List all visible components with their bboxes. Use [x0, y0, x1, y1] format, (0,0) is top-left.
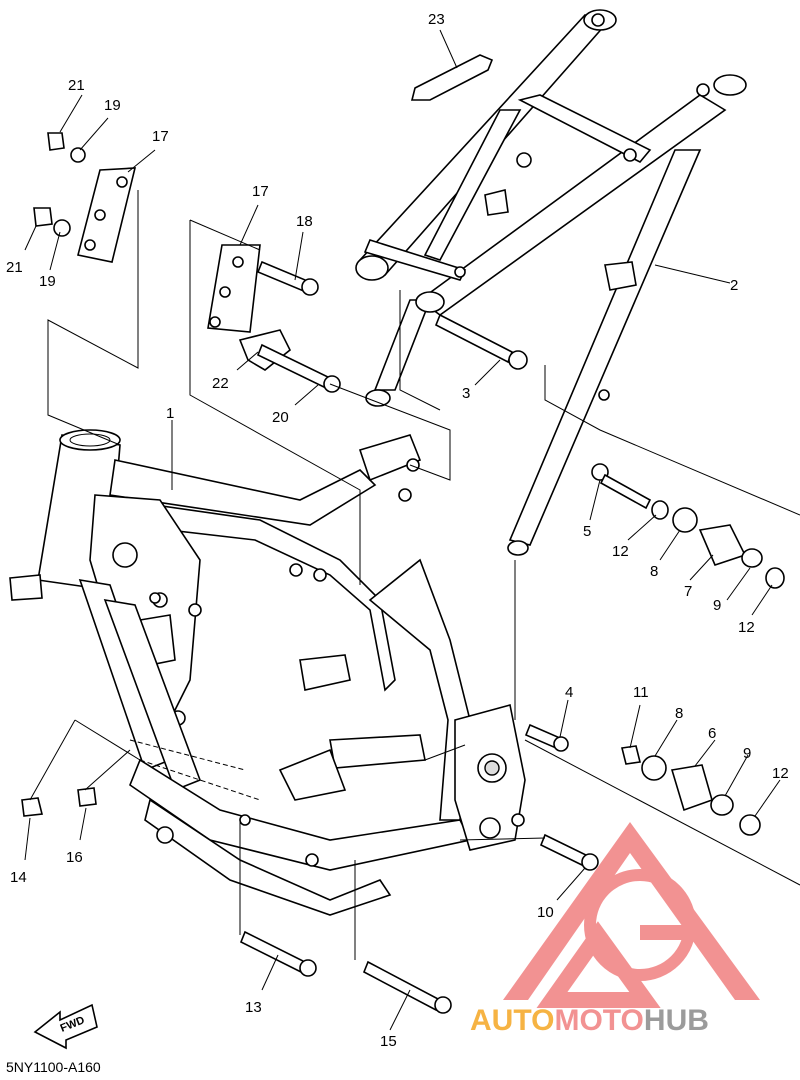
callout-labels: 1 2 3 4 5 6 7 8 8 9 9 10 11 12 12 12 13 …	[6, 11, 789, 1050]
label-part-14: 14	[10, 869, 27, 886]
assembly-lines	[24, 29, 800, 1031]
label-part-5: 5	[583, 523, 591, 540]
label-part-9b: 9	[743, 745, 751, 762]
upper-shock-mount-parts	[591, 463, 785, 589]
part-10-bolt	[539, 833, 599, 871]
label-part-13: 13	[245, 999, 262, 1016]
label-part-3: 3	[462, 385, 470, 402]
fwd-arrow-icon: FWD	[33, 1003, 98, 1050]
engine-bracket-center	[207, 244, 341, 393]
main-frame	[9, 429, 526, 916]
part-13-15-bolts	[239, 930, 452, 1014]
label-part-11: 11	[633, 684, 649, 701]
label-part-4: 4	[565, 684, 573, 701]
label-part-8a: 8	[650, 563, 658, 580]
watermark-moto: MOTO	[554, 1004, 643, 1037]
watermark-triangle-icon	[503, 822, 760, 1008]
label-part-2: 2	[730, 277, 738, 294]
label-part-20: 20	[272, 409, 289, 426]
label-part-1: 1	[166, 405, 174, 422]
label-part-18: 18	[296, 213, 313, 230]
rear-subframe	[355, 9, 747, 556]
label-part-12a: 12	[612, 543, 629, 560]
label-part-21b: 21	[6, 259, 23, 276]
label-part-19b: 19	[39, 273, 56, 290]
diagram-code: 5NY1100-A160	[6, 1059, 101, 1075]
part-14-16-nuts	[21, 787, 97, 817]
label-part-15: 15	[380, 1033, 397, 1050]
engine-bracket-left	[33, 132, 137, 263]
part-23-strap	[410, 54, 494, 101]
label-part-12c: 12	[772, 765, 789, 782]
label-part-6: 6	[708, 725, 716, 742]
label-part-9a: 9	[713, 597, 721, 614]
label-part-12b: 12	[738, 619, 755, 636]
label-part-17a: 17	[152, 128, 169, 145]
lower-shock-mount-parts	[524, 723, 761, 836]
part-3-bolt	[434, 313, 528, 370]
watermark-logo: AUTOMOTOHUB	[470, 822, 760, 1037]
label-part-21a: 21	[68, 77, 85, 94]
label-part-17b: 17	[252, 183, 269, 200]
label-part-19a: 19	[104, 97, 121, 114]
label-part-8b: 8	[675, 705, 683, 722]
watermark-auto: AUTO	[470, 1004, 554, 1037]
label-part-16: 16	[66, 849, 83, 866]
watermark-hub: HUB	[644, 1004, 709, 1037]
label-part-23: 23	[428, 11, 445, 28]
label-part-10: 10	[537, 904, 554, 921]
label-part-7: 7	[684, 583, 692, 600]
svg-text:AUTOMOTOHUB: AUTOMOTOHUB	[470, 1004, 709, 1037]
label-part-22: 22	[212, 375, 229, 392]
